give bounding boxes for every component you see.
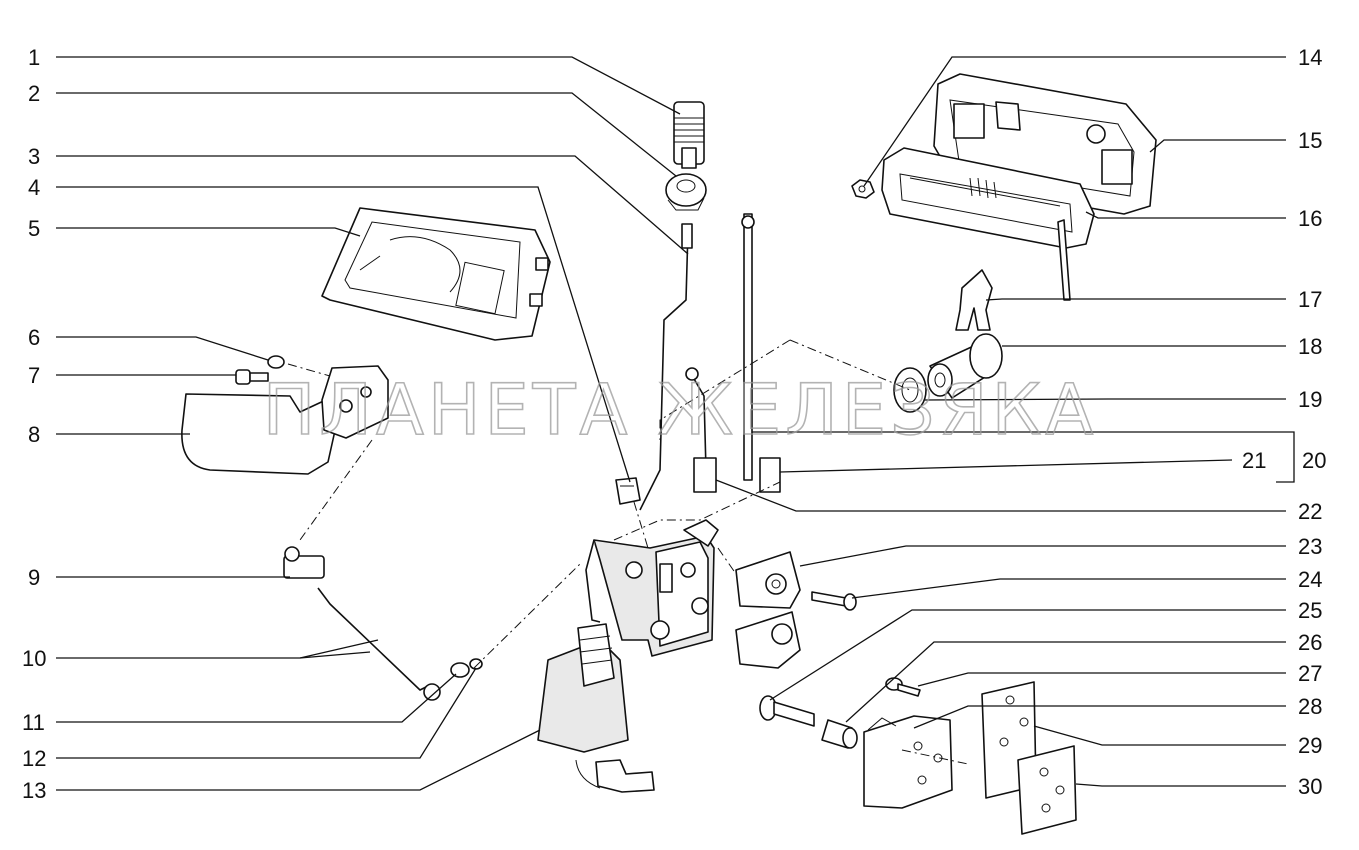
- watermark-text: ПЛАНЕТА ЖЕЛЕЗЯКА: [263, 369, 1098, 451]
- part-door-latch: [593, 519, 719, 657]
- callouts-left: 1 2 3 4 5 6 7 8 9 10 11 12 13: [22, 45, 46, 803]
- callout-2: 2: [28, 81, 40, 106]
- callout-15: 15: [1298, 128, 1322, 153]
- callout-28: 28: [1298, 694, 1322, 719]
- callout-11: 11: [22, 710, 45, 735]
- part-bushing: [665, 173, 707, 211]
- part-inner-handle: [181, 365, 389, 475]
- part-rod-clamp-left: [693, 457, 717, 493]
- part-outer-rod: [741, 213, 755, 481]
- part-rod-clip: [615, 477, 641, 505]
- assembly-guide-lines: [287, 339, 969, 765]
- callout-3: 3: [28, 144, 40, 169]
- callout-20: 20: [1302, 448, 1326, 473]
- part-washer-small: [267, 355, 285, 369]
- part-screw-small: [235, 369, 269, 385]
- callout-6: 6: [28, 325, 40, 350]
- callout-8: 8: [28, 422, 40, 447]
- part-lock-knob: [673, 101, 705, 169]
- callout-1: 1: [28, 45, 40, 70]
- part-lock-rod: [639, 229, 689, 511]
- part-outer-handle: [881, 147, 1095, 301]
- callout-14: 14: [1298, 45, 1322, 70]
- part-striker-upper: [735, 551, 801, 609]
- part-nut: [851, 179, 875, 199]
- callout-18: 18: [1298, 334, 1322, 359]
- part-striker-lower: [735, 611, 801, 669]
- part-lock-cylinder: [927, 333, 1003, 399]
- callout-19: 19: [1298, 387, 1322, 412]
- callout-24: 24: [1298, 567, 1322, 592]
- callout-26: 26: [1298, 630, 1322, 655]
- callout-22: 22: [1298, 499, 1322, 524]
- callout-21: 21: [1242, 448, 1266, 473]
- part-link-rod-end: [685, 367, 699, 381]
- leader-lines: [56, 56, 1295, 791]
- part-rod-thread: [681, 223, 693, 249]
- callout-25: 25: [1298, 598, 1322, 623]
- part-rod-clamp-right: [759, 457, 781, 493]
- callout-9: 9: [28, 565, 40, 590]
- callout-5: 5: [28, 216, 40, 241]
- part-shim-30: [1017, 745, 1077, 835]
- callout-4: 4: [28, 175, 40, 200]
- callout-30: 30: [1298, 774, 1322, 799]
- part-gasket: [893, 367, 927, 413]
- part-striker-screw: [811, 591, 857, 611]
- part-spacer: [821, 719, 858, 749]
- callout-12: 12: [22, 746, 46, 771]
- part-inner-rod-assembly: [283, 546, 483, 701]
- part-inner-handle-housing: [321, 207, 551, 341]
- callout-7: 7: [28, 363, 40, 388]
- callout-23: 23: [1298, 534, 1322, 559]
- part-retainer-clip: [955, 269, 993, 331]
- part-lock-actuator: [537, 539, 655, 793]
- callout-17: 17: [1298, 287, 1322, 312]
- callout-13: 13: [22, 778, 46, 803]
- callout-10: 10: [22, 646, 46, 671]
- callout-16: 16: [1298, 206, 1322, 231]
- callouts-right: 14 15 16 17 18 19 20 21 22 23 24 25 26 2…: [1242, 45, 1326, 799]
- part-hinge-bolt: [759, 695, 815, 727]
- part-hinge-bracket: [863, 715, 953, 809]
- callout-29: 29: [1298, 733, 1322, 758]
- callout-27: 27: [1298, 661, 1322, 686]
